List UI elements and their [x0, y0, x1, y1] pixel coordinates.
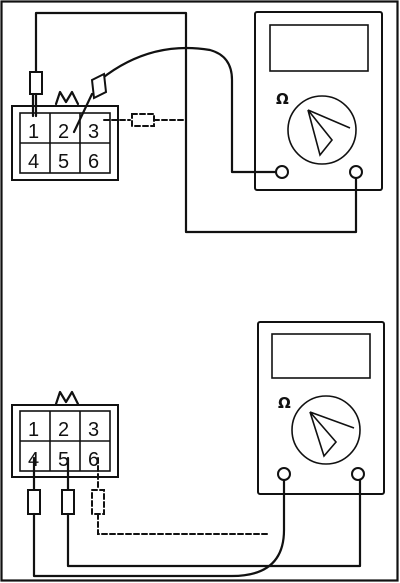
top-connector-notch	[54, 90, 80, 106]
top-lead-pin2-to-left-terminal	[98, 46, 278, 174]
top-pin-4: 4	[28, 151, 39, 173]
bottom-meter-dial	[291, 395, 361, 465]
bottom-connector-notch	[54, 390, 80, 406]
top-connector: 1 2 3 4 5 6	[11, 105, 119, 181]
top-meter-terminal-left	[275, 165, 289, 179]
top-probe-pin1	[29, 11, 358, 234]
bottom-meter-body	[257, 321, 385, 495]
bottom-pin-2: 2	[58, 419, 69, 441]
top-ohm-symbol: Ω	[276, 90, 289, 108]
top-lead-pin1-to-right-terminal	[34, 11, 358, 234]
top-meter-display	[269, 24, 369, 72]
bottom-connector: 1 2 3 4 5 6	[11, 404, 119, 478]
top-meter-body	[254, 11, 383, 191]
bottom-probe-4-body	[27, 489, 41, 515]
top-pin-6: 6	[88, 151, 99, 173]
top-dashed-probe-pin3	[103, 113, 187, 127]
top-figure: Ω 1 2 3 4 5 6	[11, 11, 383, 234]
bottom-dashed-probe-body	[91, 489, 105, 515]
bottom-pin-5: 5	[58, 449, 69, 471]
top-probe-2-body	[90, 72, 108, 100]
bottom-probe-5-body	[61, 489, 75, 515]
top-pin-5: 5	[58, 151, 69, 173]
top-dashed-probe-body	[131, 113, 155, 127]
bottom-meter-display	[271, 333, 371, 379]
top-pin-3: 3	[88, 121, 99, 143]
bottom-pin-6: 6	[88, 449, 99, 471]
bottom-meter-terminal-right	[351, 467, 365, 481]
bottom-pin-1: 1	[28, 419, 39, 441]
bottom-lead-pin5-to-right-terminal	[66, 478, 362, 568]
top-meter-terminal-right	[349, 165, 363, 179]
bottom-multimeter: Ω	[257, 321, 385, 495]
bottom-figure: Ω 1 2 3 4 5 6	[11, 321, 385, 578]
bottom-dashed-probe-pin6	[91, 457, 269, 535]
top-probe-1-body	[29, 71, 43, 95]
top-pin-1: 1	[28, 121, 39, 143]
bottom-pin-3: 3	[88, 419, 99, 441]
bottom-dashed-lead	[97, 513, 269, 535]
top-pin-2: 2	[58, 121, 69, 143]
bottom-ohm-symbol: Ω	[278, 394, 291, 412]
bottom-meter-terminal-left	[277, 467, 291, 481]
top-dial-pointer-icon	[307, 109, 351, 157]
top-multimeter: Ω	[254, 11, 383, 191]
top-meter-dial	[287, 95, 357, 165]
top-probe-pin2	[72, 46, 278, 174]
bottom-probe-pin5	[61, 456, 362, 568]
bottom-dial-pointer-icon	[309, 411, 355, 458]
